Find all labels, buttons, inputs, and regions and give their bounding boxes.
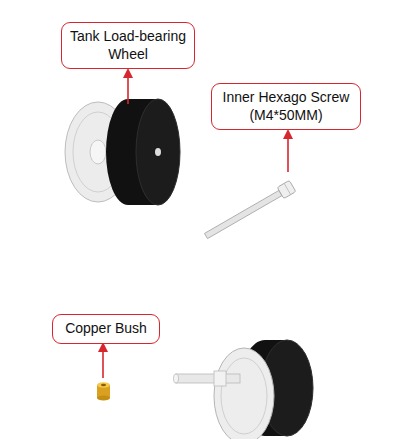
leader-arrow xyxy=(102,347,104,378)
copper-bush xyxy=(97,382,110,400)
part-name: Inner Hexago Screw (M4*50MM) xyxy=(220,89,352,124)
assembled-hub xyxy=(174,348,275,439)
wheel-tire xyxy=(106,99,180,205)
callout-box: Inner Hexago Screw (M4*50MM) xyxy=(211,83,361,130)
callout-box: Copper Bush xyxy=(52,314,160,344)
part-name: Tank Load-bearing Wheel xyxy=(70,28,186,63)
leader-arrow xyxy=(127,73,129,104)
screw xyxy=(203,180,296,241)
part-name: Copper Bush xyxy=(61,320,151,338)
callout-box: Tank Load-bearing Wheel xyxy=(61,22,195,69)
leader-arrow xyxy=(287,134,289,172)
